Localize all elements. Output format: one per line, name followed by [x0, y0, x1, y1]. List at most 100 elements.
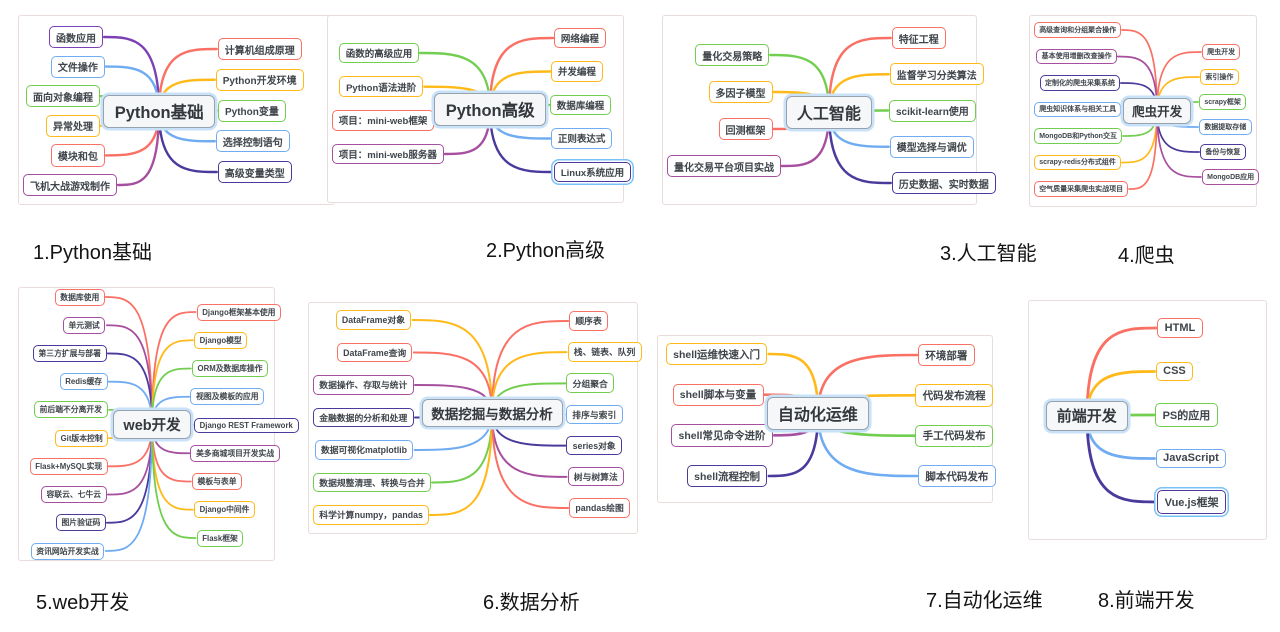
- branch-connector: [488, 36, 555, 111]
- branch-topic: 栈、链表、队列: [567, 342, 642, 362]
- branch-topic: MongoDB应用: [1201, 169, 1260, 185]
- branch-topic: 数据提取存储: [1199, 119, 1252, 135]
- branch-connector: [1085, 414, 1158, 504]
- branch-topic: 数据库使用: [54, 288, 105, 306]
- branch-connector: [116, 109, 161, 187]
- branch-topic: 计算机组成原理: [217, 38, 302, 61]
- branch-topic: 爬虫知识体系与相关工具: [1034, 101, 1122, 118]
- central-topic: 自动化运维: [766, 396, 870, 430]
- mindmap-card-python-basic: Python基础函数应用文件操作面向对象编程异常处理模块和包飞机大战游戏制作计算…: [18, 15, 335, 205]
- central-topic: web开发: [113, 409, 192, 439]
- branch-topic: Flask框架: [196, 529, 244, 547]
- branch-topic: 函数的高级应用: [339, 42, 419, 64]
- branch-topic: 高级查询和分组聚合操作: [1034, 22, 1122, 38]
- map-caption: 2.Python高级: [486, 240, 605, 262]
- branch-topic: scikit-learn使用: [889, 99, 976, 122]
- map-caption: 3.人工智能: [940, 243, 1037, 265]
- branch-topic: shell运维快速入门: [665, 343, 768, 366]
- branch-topic: PS的应用: [1155, 403, 1218, 427]
- branch-topic: Vue.js框架: [1157, 490, 1227, 514]
- branch-topic: 手工代码发布: [915, 424, 993, 448]
- central-topic: 爬虫开发: [1123, 97, 1192, 124]
- map-caption: 1.Python基础: [33, 242, 152, 264]
- branch-topic: 单元测试: [62, 316, 106, 334]
- branch-topic: 模板与表单: [191, 473, 243, 491]
- branch-topic: Django REST Framework: [194, 417, 299, 433]
- branch-connector: [1156, 110, 1202, 178]
- branch-topic: 美多商城项目开发实战: [190, 444, 280, 462]
- branch-connector: [157, 109, 218, 174]
- branch-topic: 函数应用: [49, 26, 104, 49]
- branch-topic: 爬虫开发: [1201, 44, 1241, 60]
- branch-topic: 数据操作、存取与统计: [313, 375, 414, 395]
- branch-topic: MongoDB和Python交互: [1034, 128, 1123, 144]
- branch-topic: scrapy-redis分布式组件: [1034, 154, 1122, 171]
- branch-topic: Django中间件: [194, 501, 256, 519]
- branch-connector: [1116, 55, 1158, 112]
- branch-topic: Python变量: [218, 99, 286, 122]
- branch-connector: [411, 319, 493, 414]
- branch-topic: 项目：mini-web框架: [332, 109, 435, 131]
- branch-topic: 项目：mini-web服务器: [332, 143, 444, 165]
- branch-topic: Django模型: [194, 331, 248, 349]
- branch-topic: 排序与索引: [566, 404, 623, 425]
- branch-topic: 量化交易平台项目实战: [667, 155, 781, 178]
- branch-topic: 图片验证码: [55, 514, 107, 532]
- branch-topic: 视图及模板的应用: [190, 388, 265, 406]
- branch-topic: 数据库编程: [550, 94, 611, 116]
- branch-topic: 资讯网站开发实战: [30, 542, 105, 560]
- branch-connector: [151, 423, 197, 539]
- branch-topic: shell常见命令进阶: [671, 424, 773, 447]
- branch-topic: Django框架基本使用: [196, 303, 282, 321]
- branch-connector: [816, 411, 919, 478]
- branch-topic: 科学计算numpy，pandas: [313, 505, 430, 525]
- branch-topic: 并发编程: [551, 61, 603, 82]
- central-topic: Python基础: [103, 94, 216, 128]
- branch-topic: DataFrame对象: [335, 310, 412, 330]
- branch-topic: 量化交易策略: [695, 44, 770, 67]
- branch-topic: JavaScript: [1155, 448, 1227, 469]
- branch-topic: pandas绘图: [569, 498, 631, 518]
- branch-connector: [102, 35, 161, 113]
- branch-connector: [104, 423, 153, 552]
- mindmap-card-spider: 爬虫开发高级查询和分组聚合操作基本使用增删改查操作定制化的爬虫采集系统爬虫知识体…: [1029, 15, 1260, 207]
- branch-connector: [104, 296, 153, 425]
- branch-topic: 面向对象编程: [26, 85, 100, 108]
- branch-connector: [827, 36, 892, 114]
- branch-connector: [491, 351, 568, 414]
- map-caption: 5.web开发: [36, 592, 130, 614]
- branch-topic: Python开发环境: [215, 68, 304, 91]
- branch-topic: 特征工程: [891, 27, 946, 50]
- branch-connector: [1156, 51, 1202, 112]
- branch-connector: [827, 110, 892, 185]
- branch-connector: [429, 412, 493, 516]
- branch-connector: [816, 353, 919, 415]
- central-topic: Python高级: [434, 92, 547, 126]
- branch-topic: 索引操作: [1200, 69, 1239, 85]
- branch-topic: 选择控制语句: [215, 130, 290, 153]
- branch-topic: HTML: [1157, 318, 1203, 338]
- map-caption: 7.自动化运维: [926, 590, 1043, 612]
- branch-topic: 数据规整清理、转换与合并: [313, 472, 432, 493]
- branch-connector: [151, 339, 194, 425]
- branch-topic: 基本使用增删改查操作: [1036, 48, 1117, 65]
- branch-topic: Linux系统应用: [554, 161, 631, 183]
- branch-topic: 模型选择与调优: [889, 135, 974, 158]
- branch-connector: [1128, 110, 1158, 190]
- branch-topic: 顺序表: [569, 311, 609, 331]
- branch-topic: 金融数据的分析和处理: [313, 407, 414, 428]
- branch-topic: series对象: [566, 435, 622, 456]
- central-topic: 人工智能: [785, 95, 873, 129]
- central-topic: 数据挖掘与数据分析: [421, 399, 563, 427]
- mindmap-card-artificial-intelligence: 人工智能量化交易策略多因子模型回测框架量化交易平台项目实战特征工程监督学习分类算…: [662, 15, 996, 205]
- branch-topic: 多因子模型: [708, 81, 773, 104]
- branch-topic: 高级变量类型: [217, 161, 292, 184]
- branch-connector: [412, 351, 493, 414]
- branch-topic: 容联云、七牛云: [40, 486, 107, 504]
- branch-topic: ORM及数据库操作: [191, 360, 269, 378]
- branch-topic: 数据可视化matplotlib: [314, 440, 414, 460]
- branch-topic: 回测框架: [718, 118, 773, 141]
